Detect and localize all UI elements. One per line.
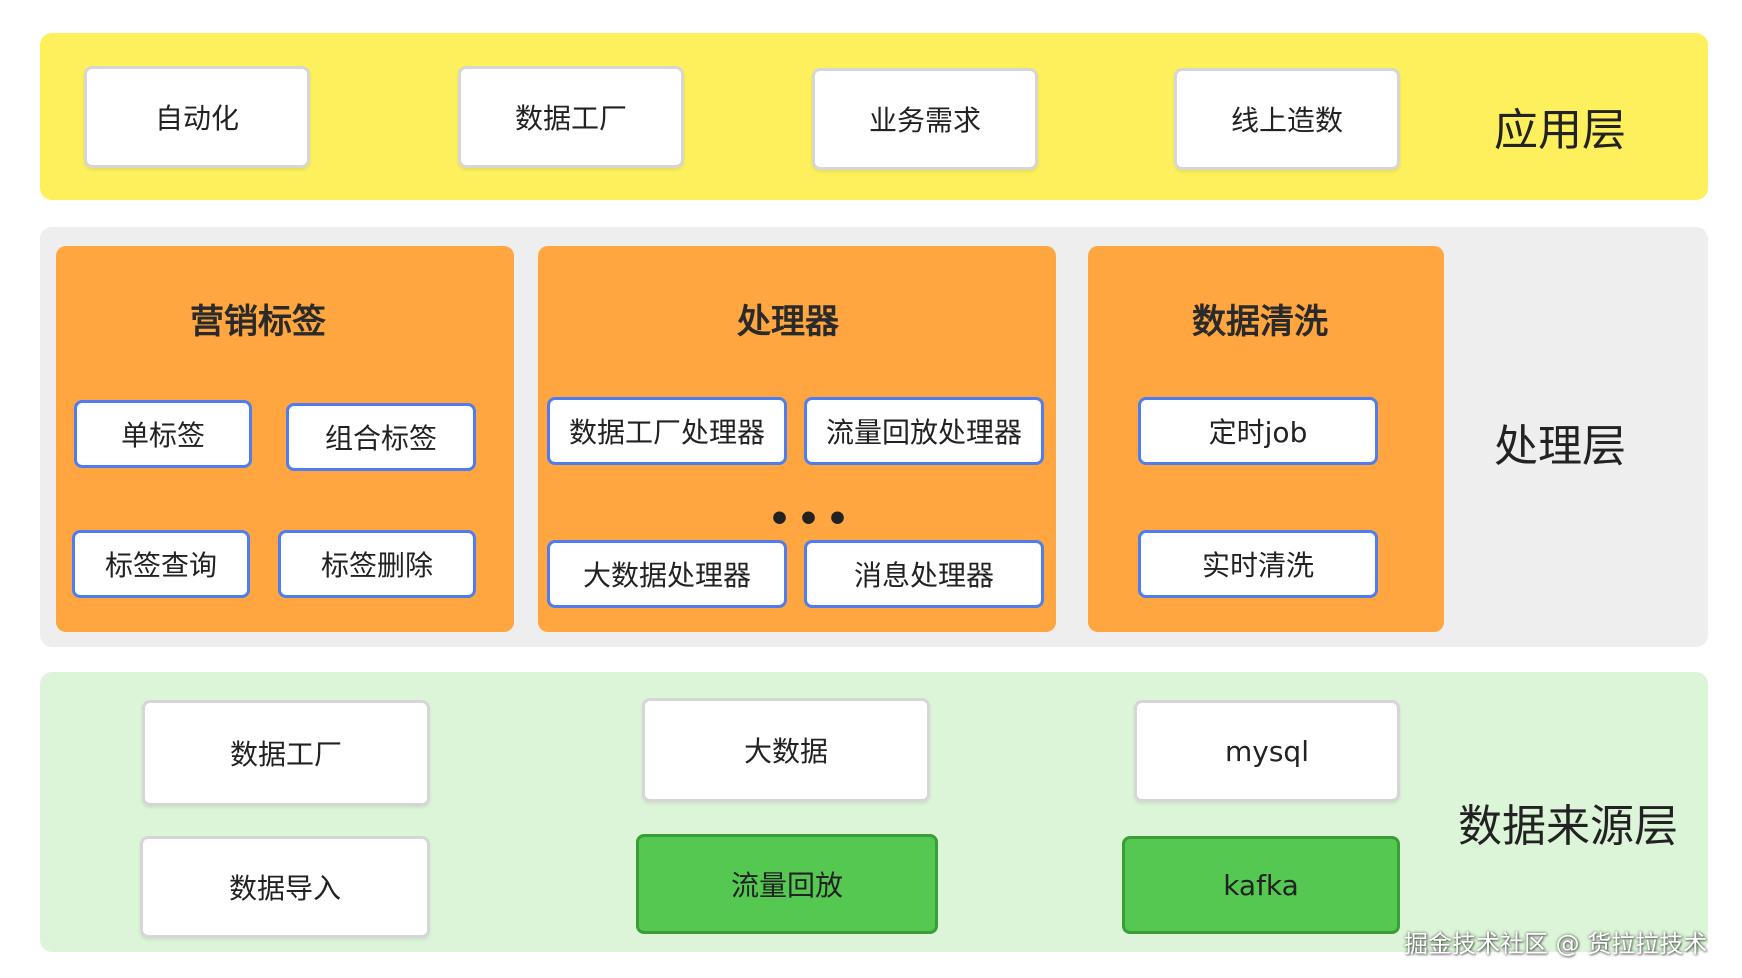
tag-item-query: 标签查询 (72, 530, 250, 598)
marketing-tags-title: 营销标签 (190, 302, 326, 342)
ellipsis-dots: ••• (768, 499, 856, 540)
app-item-business-demand: 业务需求 (812, 68, 1038, 170)
cleaning-item-realtime: 实时清洗 (1138, 530, 1378, 598)
app-item-online-data-making: 线上造数 (1174, 68, 1400, 170)
processor-title: 处理器 (737, 302, 839, 342)
source-item-kafka: kafka (1122, 836, 1400, 934)
tag-item-delete: 标签删除 (278, 530, 476, 598)
source-item-data-factory: 数据工厂 (142, 700, 430, 806)
source-item-mysql: mysql (1134, 700, 1400, 802)
data-cleaning-title: 数据清洗 (1192, 302, 1328, 342)
processor-item-traffic-replay: 流量回放处理器 (804, 397, 1044, 465)
application-layer-label: 应用层 (1494, 105, 1626, 156)
cleaning-item-scheduled-job: 定时job (1138, 397, 1378, 465)
processor-item-big-data: 大数据处理器 (547, 540, 787, 608)
source-item-big-data: 大数据 (642, 698, 930, 802)
app-item-data-factory: 数据工厂 (458, 66, 684, 168)
tag-item-single: 单标签 (74, 400, 252, 468)
app-item-automation: 自动化 (84, 66, 310, 168)
tag-item-combined: 组合标签 (286, 403, 476, 471)
data-source-layer-label: 数据来源层 (1458, 801, 1678, 852)
footer-attribution: 掘金技术社区 @ 货拉拉技术 (1404, 930, 1708, 958)
source-item-traffic-replay: 流量回放 (636, 834, 938, 934)
processor-item-data-factory: 数据工厂处理器 (547, 397, 787, 465)
processing-layer-label: 处理层 (1494, 421, 1626, 472)
source-item-data-import: 数据导入 (140, 836, 430, 938)
processor-item-message: 消息处理器 (804, 540, 1044, 608)
